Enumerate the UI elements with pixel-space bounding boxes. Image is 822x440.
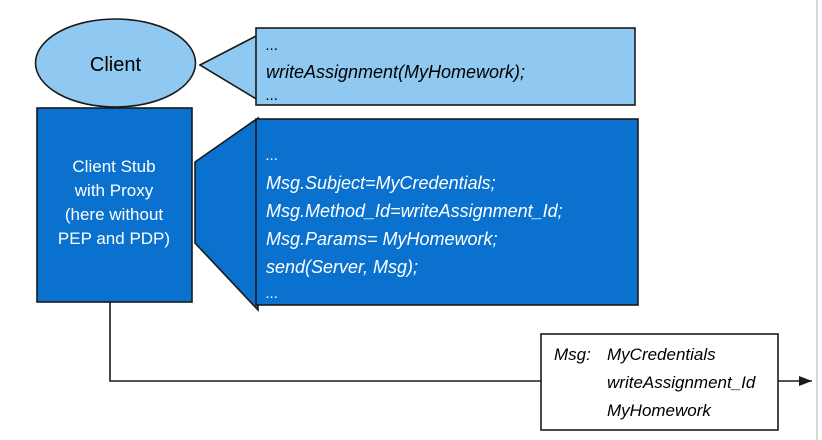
- callout-stub-line-4: send(Server, Msg);: [266, 257, 418, 277]
- message-box[interactable]: Msg: MyCredentials writeAssignment_Id My…: [540, 333, 779, 431]
- arrow-head-icon: [799, 376, 812, 386]
- message-box-label: Msg:: [554, 345, 591, 364]
- message-box-field-0: MyCredentials: [607, 345, 716, 364]
- callout-stub-code[interactable]: ... Msg.Subject=MyCredentials; Msg.Metho…: [194, 116, 639, 313]
- callout-stub-line-3: Msg.Params= MyHomework;: [266, 229, 498, 249]
- callout-stub-line-5: ...: [266, 285, 279, 302]
- client-stub-label-line-2: (here without: [65, 205, 164, 224]
- message-box-field-1: writeAssignment_Id: [607, 373, 756, 392]
- client-ellipse: [34, 18, 197, 108]
- callout-stub-body: [255, 118, 639, 306]
- client-node[interactable]: Client: [34, 18, 197, 108]
- client-node-label: Client: [90, 54, 142, 76]
- callout-application-line-2: ...: [266, 87, 279, 104]
- callout-application-body: [255, 27, 636, 106]
- client-stub-label: Client Stub with Proxy (here without PEP…: [58, 157, 170, 248]
- client-stub-box[interactable]: [36, 107, 193, 303]
- callout-stub-line-1: Msg.Subject=MyCredentials;: [266, 173, 496, 193]
- client-stub-label-line-1: with Proxy: [74, 181, 154, 200]
- message-box-body: [540, 333, 779, 431]
- callout-application-code[interactable]: ... writeAssignment(MyHomework); ...: [198, 27, 636, 106]
- client-stub-label-line-3: PEP and PDP): [58, 229, 170, 248]
- client-stub-label-line-0: Client Stub: [72, 157, 155, 176]
- callout-application-tail: [198, 33, 259, 102]
- message-box-field-2: MyHomework: [607, 401, 712, 420]
- callout-stub-tail: [194, 116, 259, 313]
- callout-stub-line-0: ...: [266, 147, 279, 164]
- callout-stub-line-2: Msg.Method_Id=writeAssignment_Id;: [266, 201, 563, 221]
- callout-application-line-1: writeAssignment(MyHomework);: [266, 62, 525, 82]
- callout-application-line-0: ...: [266, 37, 279, 54]
